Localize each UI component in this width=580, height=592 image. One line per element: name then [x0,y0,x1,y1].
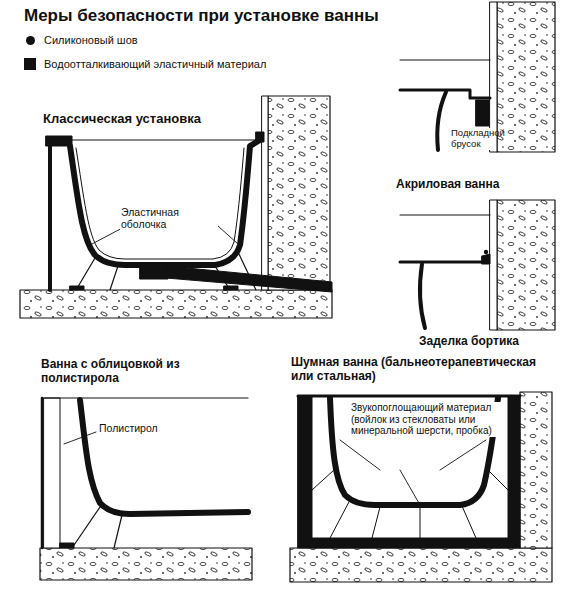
legend-text: Силиконовый шов [44,34,138,46]
legend-text: Водоотталкивающий эластичный материал [44,58,266,70]
part-label: Подкладной брусок [450,128,492,150]
legend-row: Силиконовый шов [24,34,138,46]
part-label: Полистирол [98,422,159,434]
section-heading: Заделка бортика [418,335,520,349]
silicone-dot [26,36,35,45]
page-title: Меры безопасности при установке ванны [24,6,379,26]
legend-row: Водоотталкивающий эластичный материал [24,58,266,70]
section-heading: Шумная ванна (бальнеотерапевтическая или… [290,356,562,384]
section-heading: Акриловая ванна [395,178,500,192]
part-label: Эластичная оболочка [120,206,218,230]
section-heading: Ванна с облицовкой из полистирола [40,358,212,386]
section-heading: Классическая установка [42,112,202,127]
legend-swatch [24,58,36,70]
part-label: Звукопоглощающий материал (войлок из сте… [350,402,502,437]
